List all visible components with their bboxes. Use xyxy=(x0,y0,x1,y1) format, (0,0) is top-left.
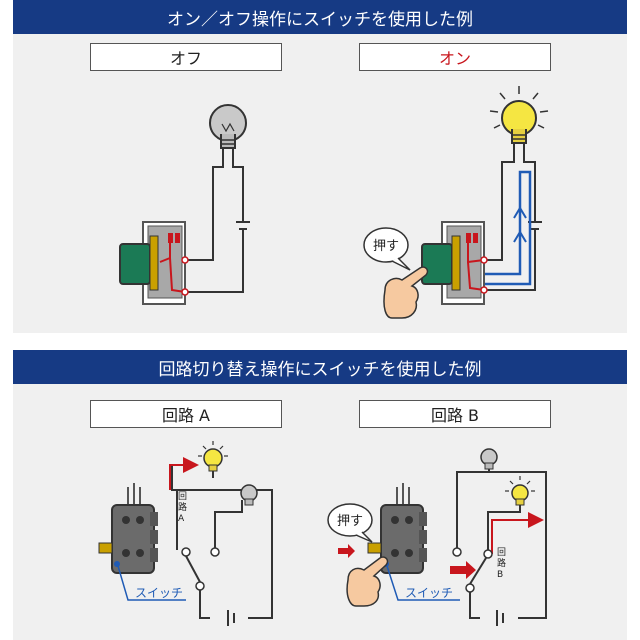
path-b-tag-3: B xyxy=(497,570,503,580)
bulb-off-a-icon xyxy=(240,484,258,506)
path-a-tag-1: 回 xyxy=(178,491,187,502)
circuit-b-diagram: 回 路 B 押す スイッチ xyxy=(327,448,547,626)
bulb-off-icon xyxy=(209,104,247,149)
label-off: オフ xyxy=(90,43,282,71)
section-onoff-title: オン／オフ操作にスイッチを使用した例 xyxy=(13,0,627,34)
on-diagram: 押す xyxy=(363,86,549,319)
battery-icon-b xyxy=(496,610,504,626)
battery-icon-off xyxy=(236,221,250,230)
push-label: 押す xyxy=(373,239,399,254)
push-label-b: 押す xyxy=(337,514,363,529)
pointing-hand-icon xyxy=(383,266,429,319)
label-circuit-a: 回路 A xyxy=(90,400,282,428)
switch-body-a-icon xyxy=(98,504,158,574)
pointing-hand-b-icon xyxy=(346,556,389,607)
bulb-off-b-icon xyxy=(480,448,498,470)
label-on: オン xyxy=(359,43,551,71)
bulb-lit-a-icon xyxy=(198,441,228,472)
current-flow-arrow xyxy=(476,170,532,286)
bulb-lit-icon xyxy=(489,86,549,144)
label-circuit-b: 回路 B xyxy=(359,400,551,428)
bulb-lit-b-icon xyxy=(505,476,535,506)
push-speech-bubble-b: 押す xyxy=(327,503,373,543)
path-a-tag-2: 路 xyxy=(178,501,187,513)
switch-on-icon xyxy=(421,221,488,305)
path-b-tag-2: 路 xyxy=(497,557,506,569)
section-circuit-title: 回路切り替え操作にスイッチを使用した例 xyxy=(13,350,627,384)
switch-caption-a: スイッチ xyxy=(135,586,183,600)
switch-caption-b: スイッチ xyxy=(405,586,453,600)
switch-off-icon xyxy=(119,221,189,305)
path-a-tag-3: A xyxy=(178,514,185,524)
path-b-tag-1: 回 xyxy=(497,547,506,558)
push-speech-bubble: 押す xyxy=(363,227,411,271)
off-diagram xyxy=(119,104,250,305)
battery-icon-a xyxy=(227,610,235,626)
circuit-a-diagram: 回 路 A スイッチ xyxy=(98,441,273,626)
